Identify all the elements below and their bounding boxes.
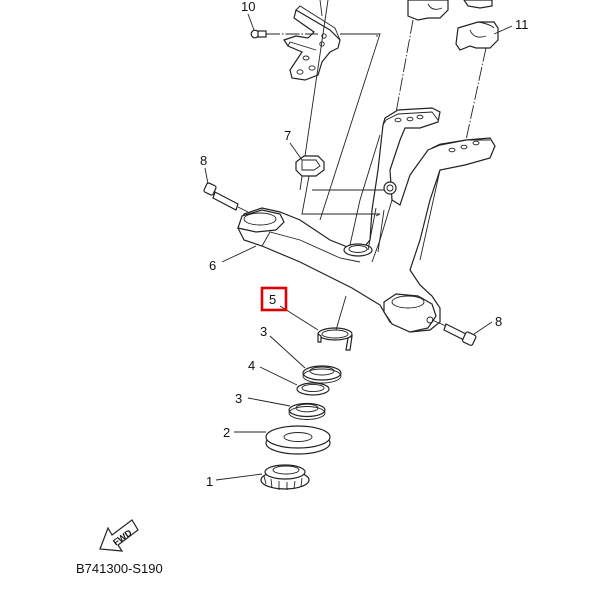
callout-8-left: 8 [200, 153, 207, 168]
callout-11: 11 [515, 17, 529, 32]
bolt-8-left [203, 182, 249, 213]
leader-lines [204, 13, 513, 481]
cover-2 [265, 425, 331, 455]
callout-4: 4 [248, 358, 255, 373]
bolt-8-right [431, 319, 477, 346]
callout-8-right: 8 [495, 314, 502, 329]
callout-3-upper: 3 [260, 324, 267, 339]
diagram-code: B741300-S190 [76, 561, 163, 576]
handlebar-holder-11 [455, 0, 499, 141]
nut-7 [295, 155, 384, 217]
ring-nut-3-upper [302, 365, 342, 384]
under-bracket-6 [237, 0, 496, 333]
bolt-10 [250, 29, 318, 39]
callout-1: 1 [206, 474, 213, 489]
handlebar-bracket [283, 0, 341, 81]
washer-4 [296, 382, 330, 396]
callout-3-lower: 3 [235, 391, 242, 406]
washer-5 [317, 295, 353, 351]
callout-5[interactable]: 5 [269, 292, 276, 307]
fwd-arrow-icon: FWD [99, 519, 139, 552]
callout-7: 7 [284, 128, 291, 143]
callout-2: 2 [223, 425, 230, 440]
callout-10: 10 [241, 0, 255, 14]
callout-6: 6 [209, 258, 216, 273]
highlight-box-5[interactable] [260, 286, 288, 312]
bearing-1 [260, 464, 310, 490]
ring-nut-3-lower [288, 402, 326, 420]
